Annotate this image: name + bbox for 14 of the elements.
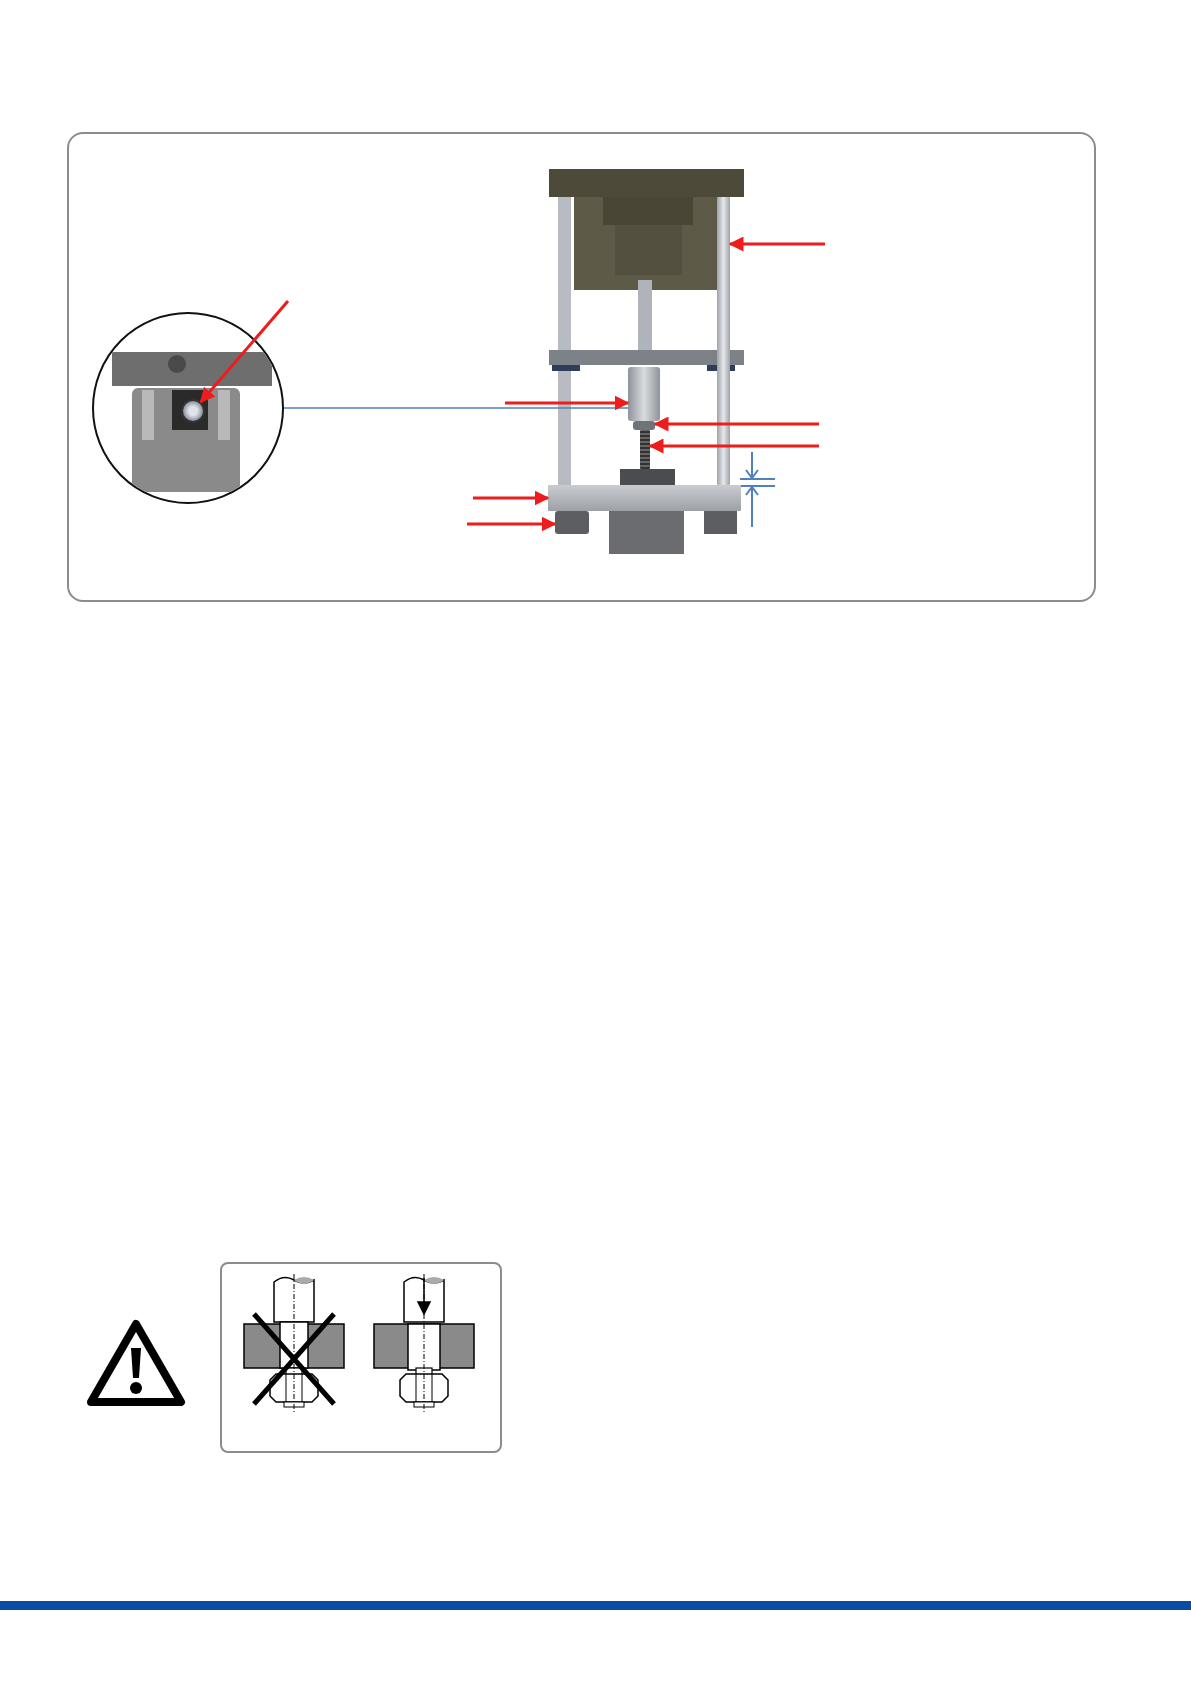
leader-arrow <box>467 516 557 532</box>
leader-arrow <box>728 236 825 252</box>
nut <box>633 421 655 430</box>
base-plate <box>548 485 741 511</box>
leader-arrow <box>653 416 819 432</box>
guide-column <box>717 197 730 485</box>
leader-arrow <box>199 300 290 404</box>
foot-nut <box>555 511 589 534</box>
threaded-rod <box>640 430 650 469</box>
leader-arrow <box>648 438 819 454</box>
leader-arrow <box>473 490 550 506</box>
adapter <box>628 367 660 421</box>
connector-line <box>283 407 629 409</box>
leader-arrow <box>505 395 630 411</box>
